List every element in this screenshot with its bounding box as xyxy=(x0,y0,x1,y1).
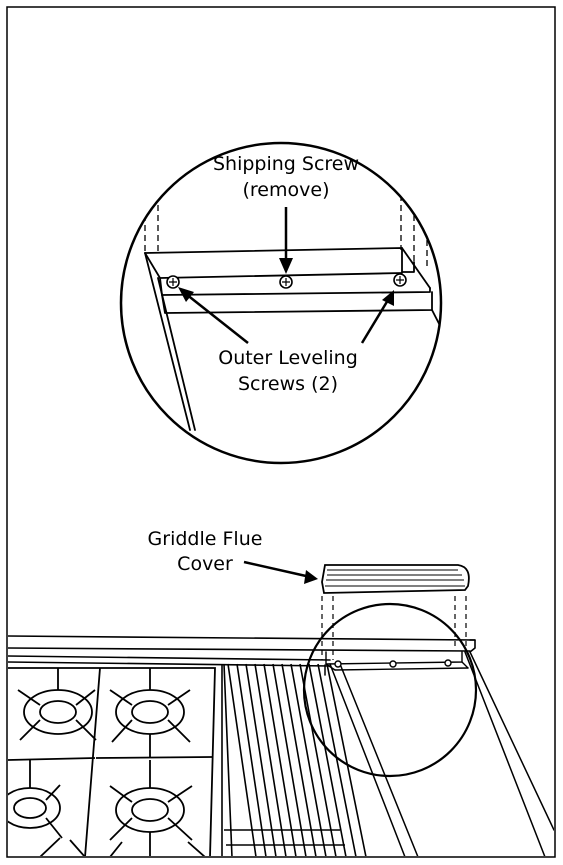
griddle-flue-sublabel: Cover xyxy=(177,553,233,575)
griddle-flue-cover xyxy=(321,564,470,594)
detail-indicator-circle xyxy=(302,602,478,778)
shipping-screw-sublabel: (remove) xyxy=(243,179,330,201)
page-border xyxy=(6,6,556,858)
griddle-plate xyxy=(324,651,554,856)
outer-leveling-sublabel: Screws (2) xyxy=(238,373,338,395)
flue-bracket xyxy=(144,247,441,431)
griddle-flue-arrow xyxy=(243,560,318,584)
outer-leveling-label: Outer Leveling xyxy=(218,347,358,369)
leveling-screw-arrow-right xyxy=(360,290,394,344)
range-flue-bracket xyxy=(325,651,469,671)
shipping-screw xyxy=(279,275,293,289)
leveling-screw-arrow-left xyxy=(178,287,249,344)
char-grill xyxy=(221,663,367,856)
range-top xyxy=(8,596,554,856)
left-leveling-screw xyxy=(166,275,180,289)
right-leveling-screw xyxy=(393,273,407,287)
burner-grates xyxy=(8,667,216,856)
shipping-screw-arrow xyxy=(279,207,293,274)
shipping-screw-label: Shipping Screw xyxy=(213,153,359,175)
cover-dashed-guides xyxy=(321,596,467,660)
griddle-flue-label: Griddle Flue xyxy=(148,528,263,550)
